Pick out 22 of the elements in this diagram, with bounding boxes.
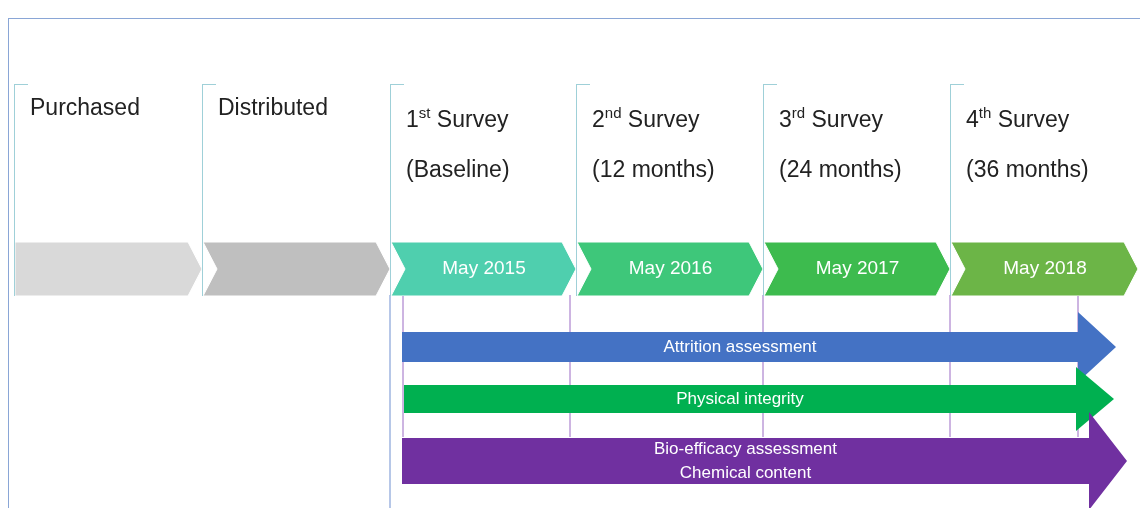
stage-heading: Distributed [218,93,328,122]
timeline-stage [14,84,202,296]
activity-label: Bio-efficacy assessment [653,438,838,460]
timeline-stage [950,84,1138,296]
activity-bar [404,367,1114,431]
stage-heading: Purchased [30,93,140,122]
stage-heading: 1$^{st}$ Survey (Baseline) [406,103,511,184]
timeline-stage [763,84,950,296]
activity-bar [402,412,1127,508]
stage-heading: 2$^{nd}$ Survey (12 months) [592,103,716,184]
timeline-stage [390,84,576,296]
activity-label: Physical integrity [675,388,805,410]
timeline-stage [576,84,763,296]
stage-heading: 3$^{rd}$ Survey (24 months) [779,103,903,184]
activity-label: Chemical content [678,462,813,484]
date-label: May 2017 [814,257,901,279]
activity-label: Attrition assessment [662,336,818,358]
date-label: May 2016 [627,257,714,279]
stage-heading: 4$^{th}$ Survey (36 months) [966,103,1090,184]
date-label: May 2018 [1002,257,1088,279]
timeline-stage [202,84,390,296]
date-label: May 2015 [441,257,527,279]
